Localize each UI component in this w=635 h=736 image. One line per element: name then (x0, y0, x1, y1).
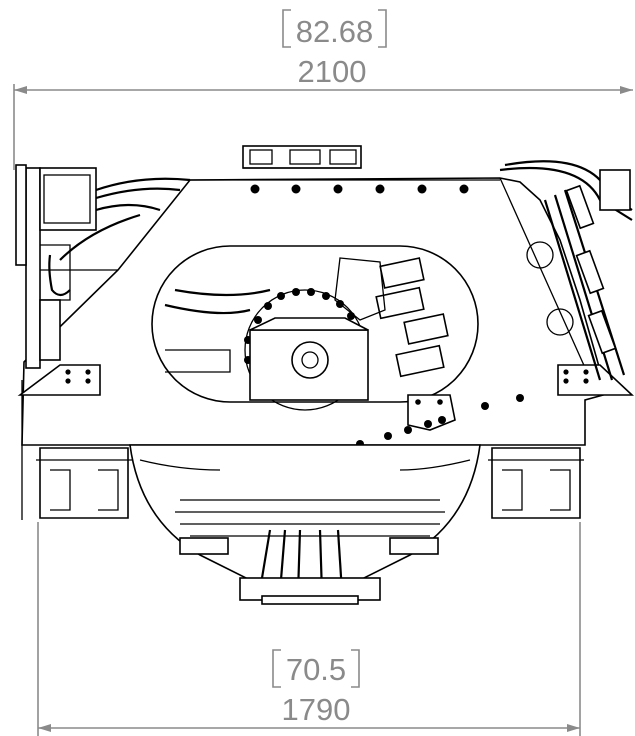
top-dimension-bracket-left (282, 9, 291, 48)
right-hose-bundle (499, 160, 633, 381)
top-control-box (242, 145, 362, 169)
bottom-dimension-millimeters: 1790 (282, 692, 351, 727)
left-column (15, 164, 97, 520)
left-foot (36, 447, 132, 519)
top-dimension-bracket-right (378, 9, 387, 48)
bottom-dimension-inches: 70.5 (286, 652, 346, 687)
top-dimension: 82.68 2100 (13, 9, 633, 170)
top-dimension-millimeters: 2100 (298, 54, 367, 89)
left-mount-bracket (17, 364, 101, 396)
lower-drive-assembly (129, 444, 481, 605)
right-mount-bracket (557, 364, 635, 396)
bottom-dimension: 70.5 1790 (37, 522, 581, 736)
top-bolt-row (250, 184, 469, 194)
bottom-dimension-bracket-right (351, 649, 360, 688)
central-oval-window (151, 245, 479, 411)
machine-assembly (15, 145, 635, 605)
lower-bolt-pattern (356, 394, 524, 448)
right-foot (488, 447, 584, 519)
hydraulic-cylinders (334, 257, 449, 378)
top-dimension-inches: 82.68 (296, 14, 374, 49)
left-hose-bundle (59, 177, 191, 261)
bottom-dimension-bracket-left (272, 649, 281, 688)
